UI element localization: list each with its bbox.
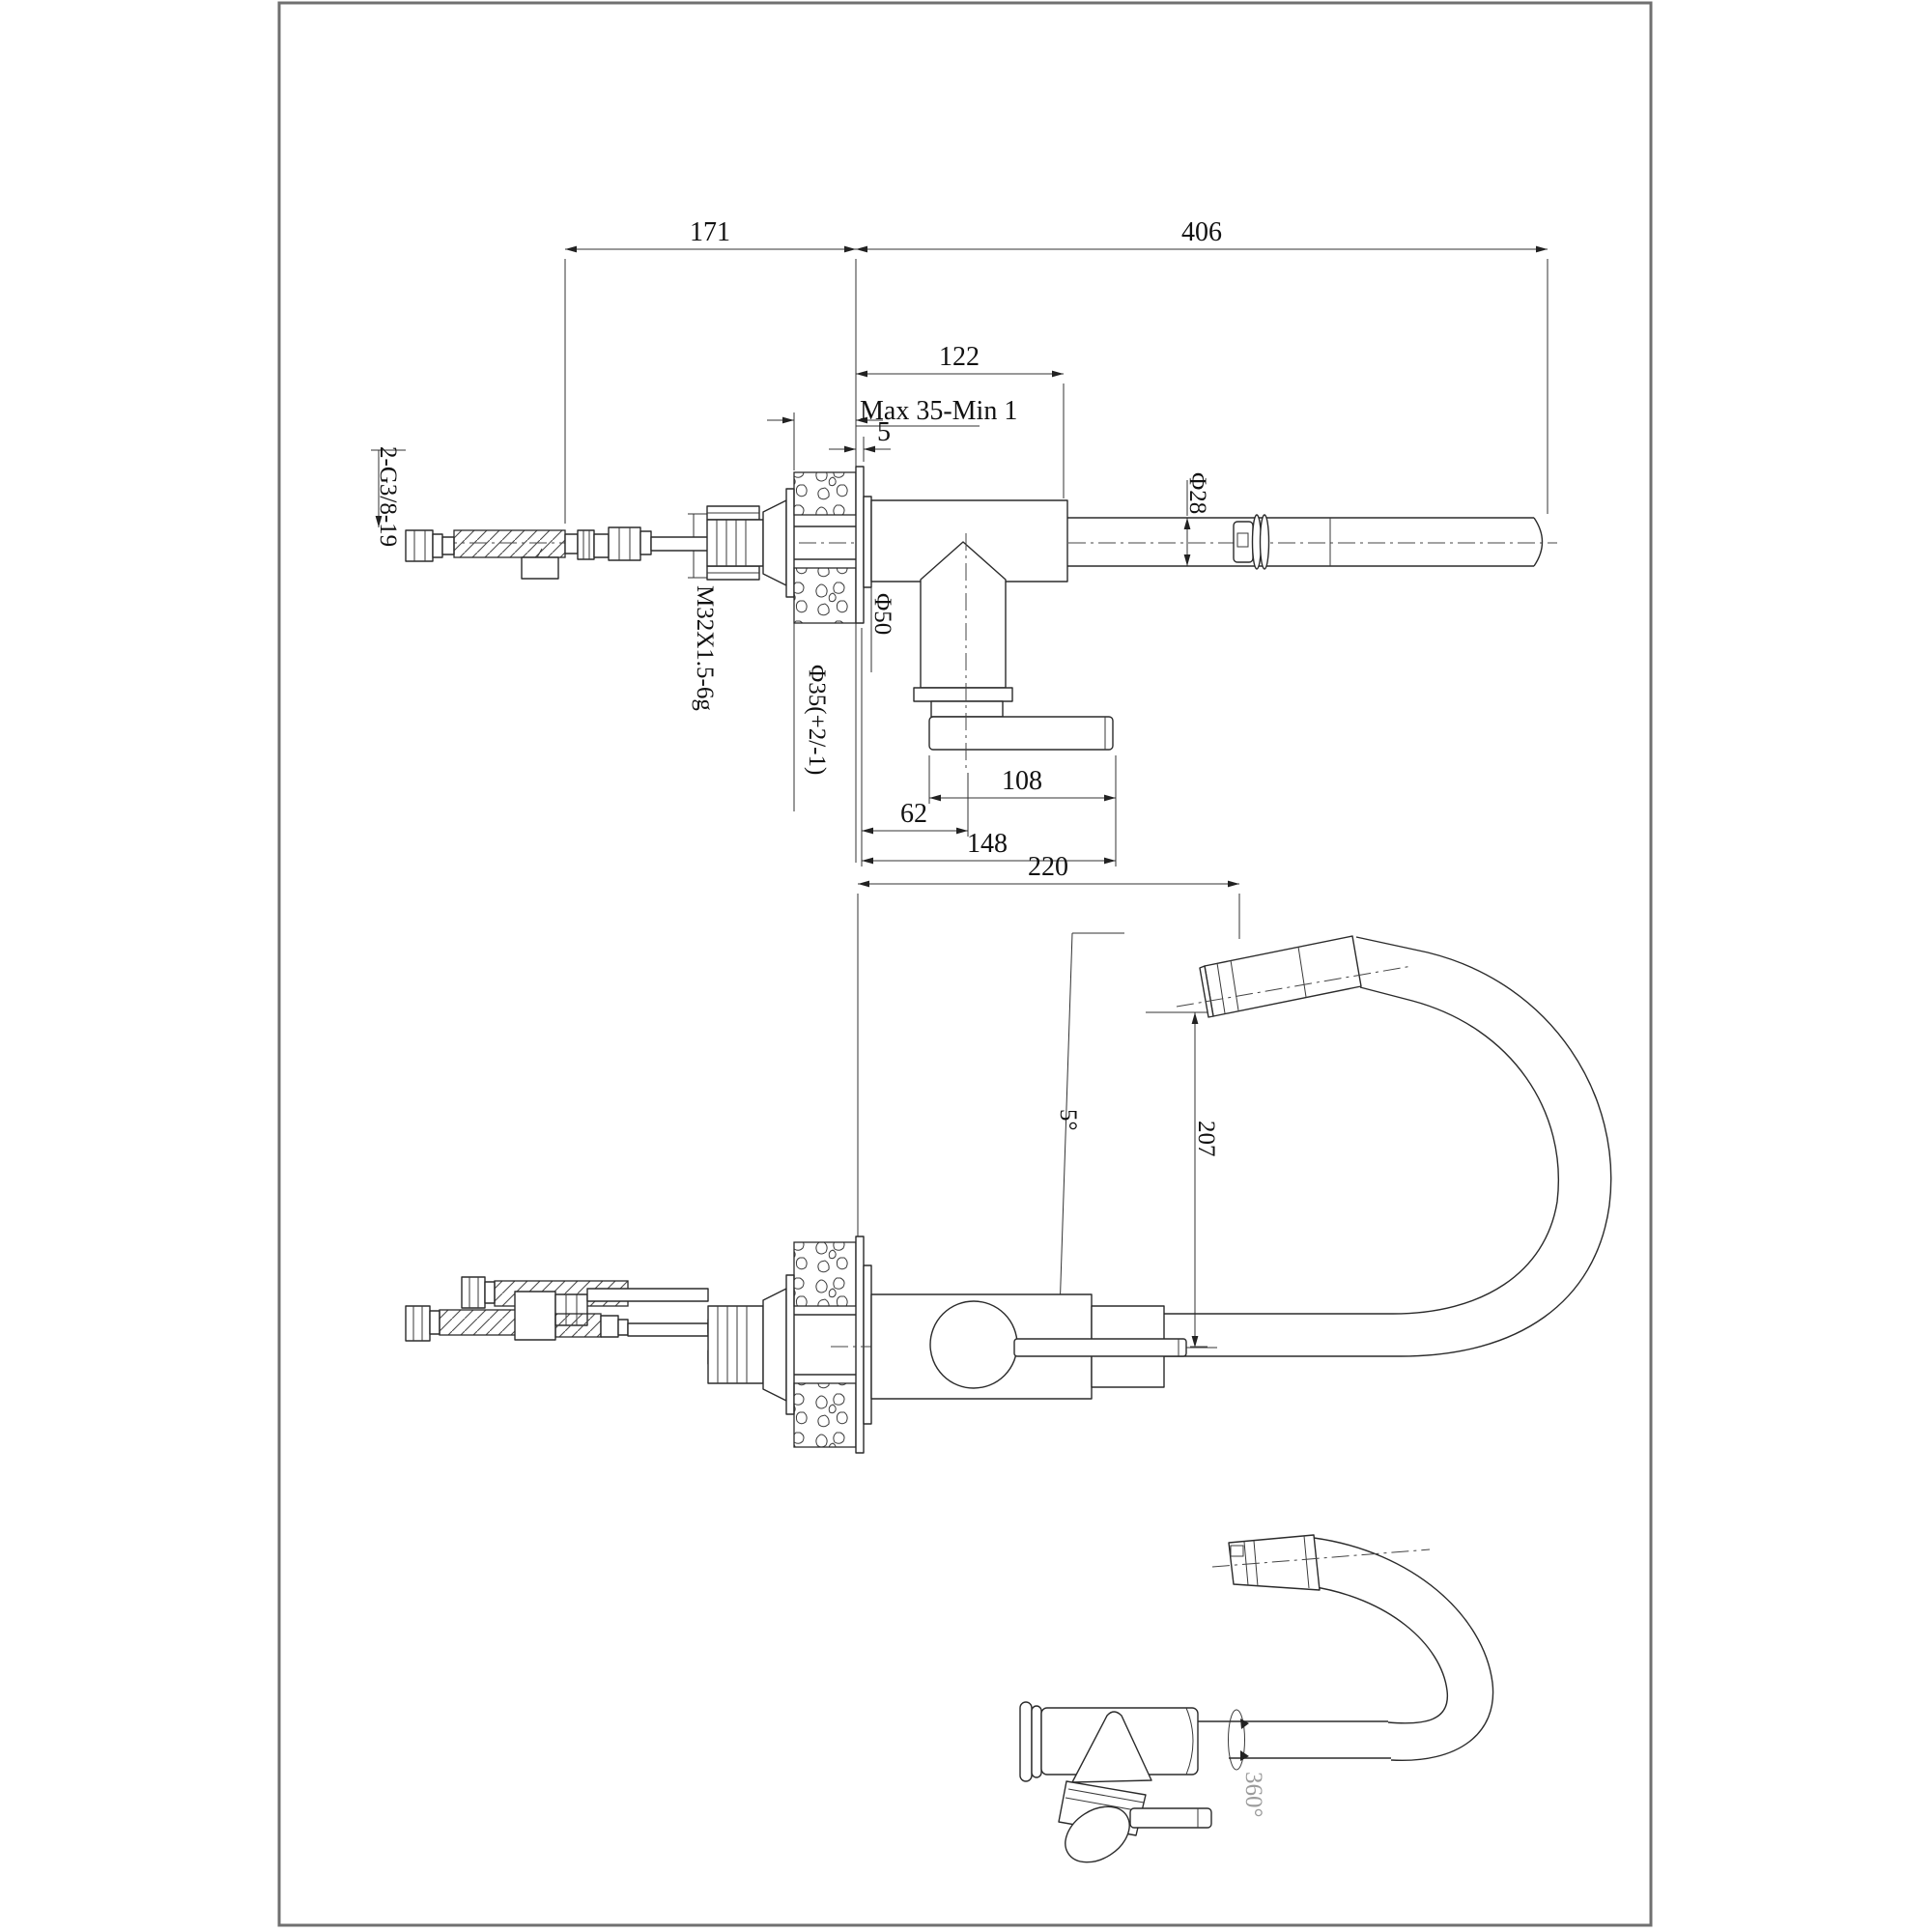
supply-hose-side	[405, 526, 709, 580]
hose-thread-label: 2-G3/8-19	[375, 446, 401, 547]
handle-rotation	[1058, 1711, 1212, 1863]
rotation-ellipse	[1228, 1709, 1245, 1771]
angle-5-label: 5°	[1055, 1109, 1081, 1131]
dia-28-label: Φ28	[1184, 472, 1210, 514]
thread-spec-label: M32X1.5-6g	[692, 585, 718, 711]
dim-406-label: 406	[1181, 217, 1222, 247]
escutcheon-step-front	[863, 1264, 872, 1425]
side-installation-view: 171 406 122 Max 35-Min 1 5 Φ28 2-G3/8-19…	[371, 217, 1557, 867]
spray-head-rotation	[1228, 1534, 1321, 1591]
spout-front	[1164, 935, 1612, 1357]
dim-maxmin-label: Max 35-Min 1	[860, 396, 1017, 426]
countertop-front-upper	[793, 1241, 857, 1307]
dim-207-label: 207	[1193, 1121, 1219, 1157]
dia-50-label: Φ50	[869, 593, 895, 635]
spout-rotation-view: 360°	[1019, 1534, 1494, 1863]
handle-knob	[1065, 1805, 1130, 1863]
dim-148-label: 148	[967, 829, 1008, 859]
dim-5-label: 5	[877, 417, 891, 447]
dim-62-label: 62	[900, 799, 927, 829]
countertop-section-lower	[793, 567, 857, 624]
mounting-shank-side	[706, 488, 856, 598]
supply-hoses-front	[405, 1276, 709, 1342]
escutcheon-step	[863, 496, 872, 588]
handle-side	[913, 533, 1114, 773]
lever-rod-front	[1013, 1338, 1187, 1357]
spray-head-front	[1204, 935, 1362, 1017]
dim-171-label: 171	[690, 217, 730, 247]
front-elevation-view: 220 5° 207	[405, 852, 1612, 1454]
mounting-shank-front	[707, 1274, 856, 1415]
rotation-360-label: 360°	[1240, 1772, 1266, 1818]
spout-tube-side	[1067, 514, 1544, 570]
handle-ball	[929, 1300, 1018, 1389]
lever-rod-rotation	[1129, 1807, 1212, 1829]
countertop-section-upper	[793, 471, 857, 516]
dim-220-label: 220	[1028, 852, 1068, 882]
dim-122-label: 122	[939, 342, 980, 372]
spout-rotation	[1211, 1534, 1494, 1762]
drawing-frame	[277, 1, 1653, 1927]
body-end-disc	[1019, 1701, 1033, 1782]
dia-35-label: Φ35(+2/-1)	[804, 665, 830, 775]
countertop-front-lower	[793, 1382, 857, 1448]
dim-108-label: 108	[1002, 766, 1042, 796]
escutcheon-plate	[855, 466, 865, 624]
escutcheon-front	[855, 1236, 865, 1454]
